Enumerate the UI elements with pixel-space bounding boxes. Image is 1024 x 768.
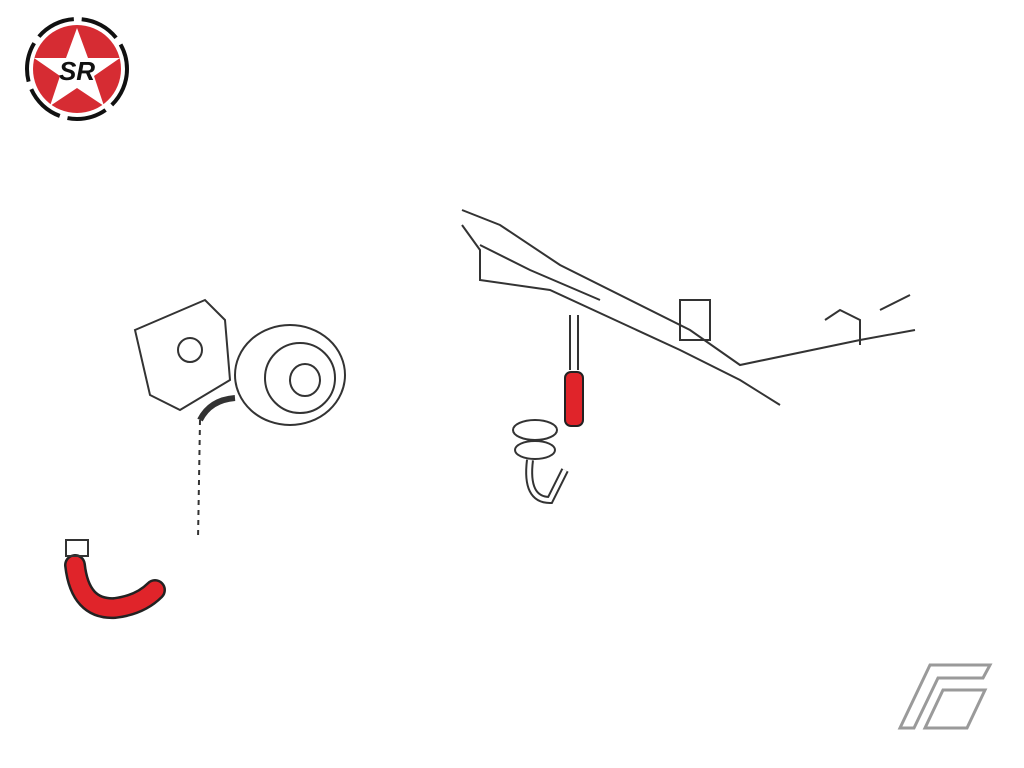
pipe-hose (564, 371, 584, 427)
sr-logo: SR (25, 17, 129, 121)
brand-mark (897, 663, 993, 730)
bypass-hose (64, 539, 166, 620)
elbow-pipe (512, 419, 569, 505)
svg-text:SR: SR (59, 56, 95, 86)
water-pipe-assembly (461, 209, 916, 406)
water-pump (133, 298, 346, 541)
